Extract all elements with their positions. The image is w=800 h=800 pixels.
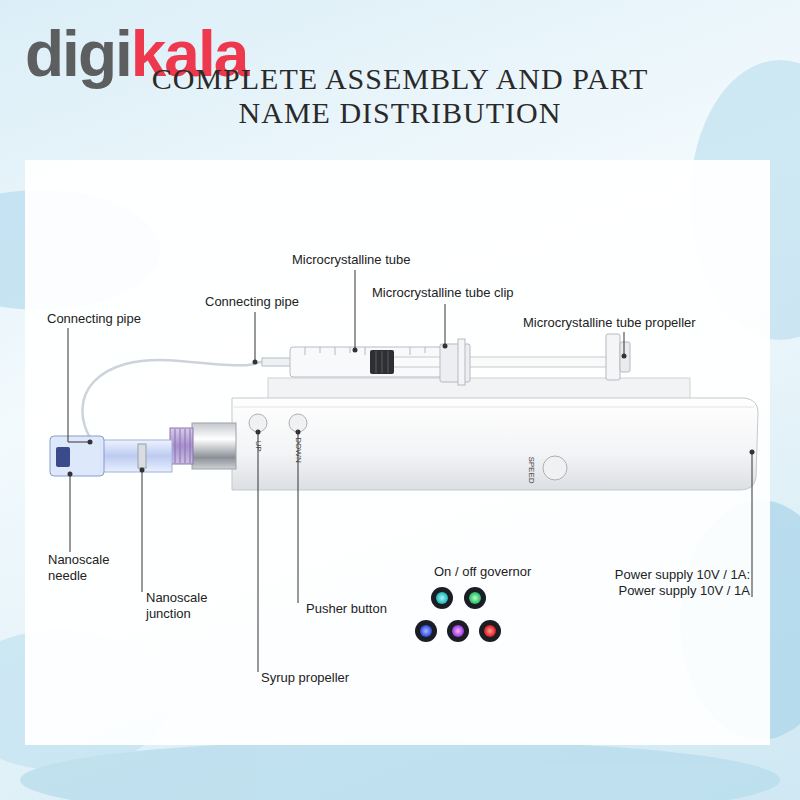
part-label: Power supply 10V / 1A:	[560, 567, 750, 583]
part-label: Nanoscale needle	[48, 552, 130, 584]
led-indicators	[415, 587, 501, 642]
button-label: SPEED	[526, 456, 536, 483]
barrel-flange	[458, 339, 465, 385]
part-label: Syrup propeller	[261, 670, 401, 686]
ring-ribs	[175, 429, 190, 463]
button-label: UP	[253, 440, 263, 451]
logo-text: digi	[25, 18, 131, 90]
down-button	[289, 414, 307, 432]
purple-ring	[170, 428, 193, 464]
pen-body	[232, 398, 758, 490]
leader-lines	[68, 270, 752, 672]
up-button	[249, 414, 267, 432]
rubber-ribs	[376, 351, 388, 373]
page-title: COMPLETE ASSEMBLY AND PART NAME DISTRIBU…	[120, 62, 680, 130]
tube-propeller	[606, 334, 620, 380]
graduations	[305, 347, 425, 355]
part-label: Pusher button	[306, 601, 426, 617]
part-label: Power supply 10V / 1A	[560, 583, 750, 599]
cartridge	[100, 440, 172, 472]
button-label: DOWN	[293, 437, 303, 462]
junction-band	[138, 444, 146, 468]
water-background	[0, 60, 800, 800]
part-label: Connecting pipe	[47, 311, 177, 327]
part-label: Microcrystalline tube	[292, 252, 472, 268]
part-label: Microcrystalline tube clip	[372, 285, 572, 301]
part-label: On / off governor	[434, 564, 574, 580]
part-label: Connecting pipe	[205, 294, 335, 310]
propeller-knob	[620, 342, 630, 372]
rail	[268, 378, 690, 399]
plunger-rod	[392, 357, 610, 367]
leader-dots	[68, 344, 755, 477]
part-label: Microcrystalline tube propeller	[523, 315, 753, 331]
speed-button	[543, 456, 567, 480]
white-panel	[25, 160, 770, 745]
body-ridge	[234, 407, 754, 408]
silver-collar	[192, 423, 236, 469]
needle-head	[56, 447, 70, 467]
plunger-rubber	[370, 350, 394, 374]
syringe-tip	[262, 358, 292, 366]
part-label: Nanoscale junction	[146, 590, 226, 622]
